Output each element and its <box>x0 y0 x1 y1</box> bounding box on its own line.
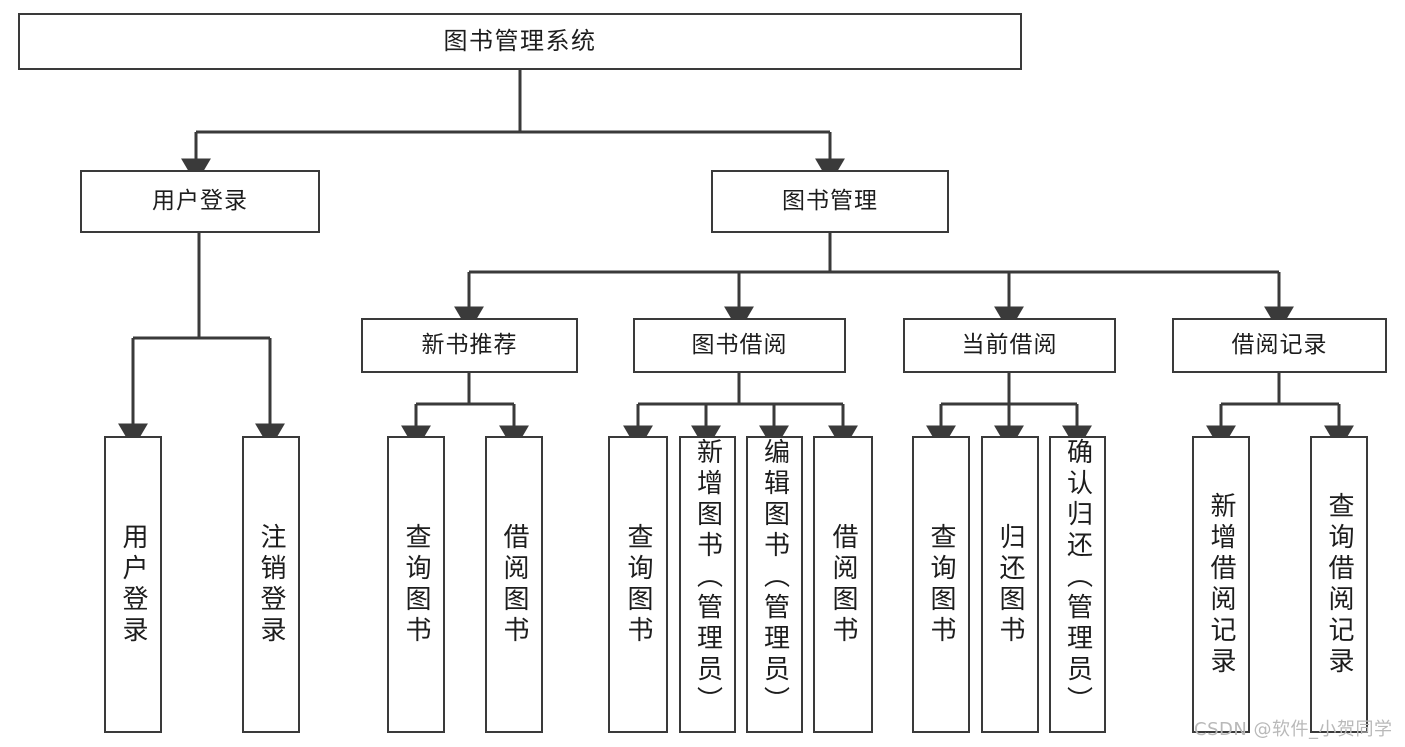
node-label: 图书管理系统 <box>443 27 597 56</box>
leaf-borrow-record-add[interactable]: 新增借阅记录 <box>1192 436 1250 733</box>
node-label: 查询图书 <box>401 522 431 647</box>
node-new-book-recommend[interactable]: 新书推荐 <box>361 318 578 373</box>
leaf-book-borrow-borrow[interactable]: 借阅图书 <box>813 436 873 733</box>
node-label: 借阅图书 <box>828 522 858 647</box>
node-label: 新增借阅记录 <box>1206 491 1236 678</box>
node-label: 图书管理 <box>782 187 878 214</box>
node-label: 借阅记录 <box>1231 331 1328 358</box>
leaf-current-borrow-query[interactable]: 查询图书 <box>912 436 970 733</box>
node-label: 用户登录 <box>118 522 148 647</box>
node-label: 归还图书 <box>995 522 1025 647</box>
leaf-book-borrow-edit[interactable]: 编辑图书（管理员） <box>746 436 803 733</box>
leaf-book-borrow-add[interactable]: 新增图书（管理员） <box>679 436 736 733</box>
node-label: 查询图书 <box>623 522 653 647</box>
leaf-new-book-query[interactable]: 查询图书 <box>387 436 445 733</box>
node-user-login[interactable]: 用户登录 <box>80 170 320 233</box>
leaf-new-book-borrow[interactable]: 借阅图书 <box>485 436 543 733</box>
node-label: 当前借阅 <box>961 331 1058 358</box>
node-label: 编辑图书（管理员） <box>759 438 790 717</box>
node-label: 新书推荐 <box>421 331 518 358</box>
node-book-borrow[interactable]: 图书借阅 <box>633 318 846 373</box>
csdn-watermark: CSDN @软件_小贺同学 <box>1194 719 1393 740</box>
node-label: 注销登录 <box>256 522 286 647</box>
node-label: 用户登录 <box>152 187 248 214</box>
node-borrow-record[interactable]: 借阅记录 <box>1172 318 1387 373</box>
node-label: 查询图书 <box>926 522 956 647</box>
node-current-borrow[interactable]: 当前借阅 <box>903 318 1116 373</box>
node-label: 图书借阅 <box>691 331 788 358</box>
node-label: 查询借阅记录 <box>1324 491 1354 678</box>
leaf-borrow-record-query[interactable]: 查询借阅记录 <box>1310 436 1368 733</box>
leaf-user-login-login[interactable]: 用户登录 <box>104 436 162 733</box>
leaf-book-borrow-query[interactable]: 查询图书 <box>608 436 668 733</box>
node-book-management[interactable]: 图书管理 <box>711 170 949 233</box>
node-label: 确认归还（管理员） <box>1062 438 1093 717</box>
node-label: 借阅图书 <box>499 522 529 647</box>
leaf-current-borrow-confirm-return[interactable]: 确认归还（管理员） <box>1049 436 1106 733</box>
node-root-system[interactable]: 图书管理系统 <box>18 13 1022 70</box>
leaf-user-login-logout[interactable]: 注销登录 <box>242 436 300 733</box>
leaf-current-borrow-return[interactable]: 归还图书 <box>981 436 1039 733</box>
node-label: 新增图书（管理员） <box>692 438 723 717</box>
